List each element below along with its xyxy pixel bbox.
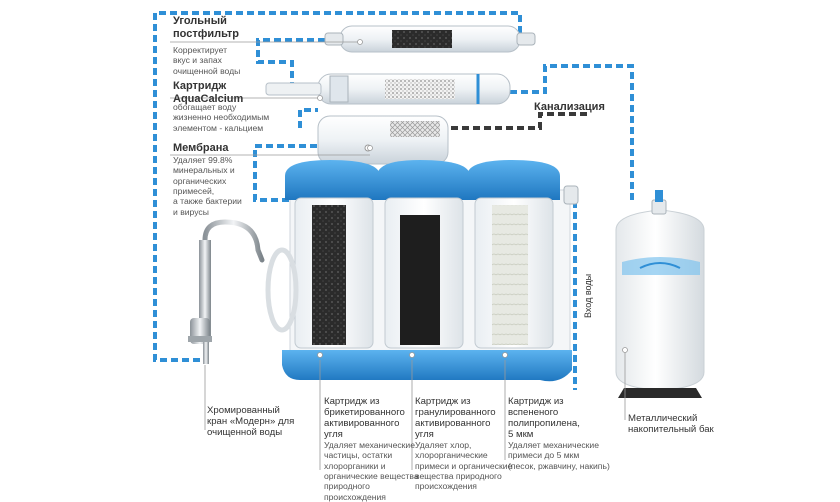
flow-module-to-membrane [253, 144, 350, 202]
drain-line [440, 112, 590, 130]
postfilter-desc: Корректирует вкус и запах очищенной воды [173, 45, 241, 76]
foamed-desc: Удаляет механические примеси до 5 мкм (п… [508, 440, 610, 471]
flow-postfilter-to-aquacalcium [256, 38, 358, 84]
aquacalcium-title: Картридж AquaCalcium [173, 80, 244, 105]
storage-tank [615, 190, 705, 398]
drain-label: Канализация [534, 101, 605, 113]
leader-lines [170, 39, 628, 470]
postfilter-title: Угольный постфильтр [173, 15, 239, 40]
membrane-title: Мембрана [173, 142, 229, 154]
faucet-label: Хромированный кран «Модерн» для очищенно… [207, 405, 295, 439]
foamed-title: Картридж из вспененого полипропилена, 5 … [508, 396, 580, 441]
granular-title: Картридж из гранулированного активирован… [415, 396, 496, 441]
prefilter-module [265, 160, 579, 382]
postfilter-cartridge [324, 25, 536, 53]
water-inlet-label: Вход воды [583, 273, 593, 318]
briquette-title: Картридж из брикетированного активирован… [324, 396, 405, 441]
briquette-desc: Удаляет механические частицы, остатки хл… [324, 440, 419, 502]
granular-desc: Удаляет хлор, хлорорганические примеси и… [415, 440, 513, 492]
chrome-faucet [188, 219, 265, 364]
aquacalcium-desc: обогащает воду жизненно необходимым элем… [173, 102, 270, 133]
membrane-cartridge [317, 115, 449, 165]
flow-membrane-to-aquacalcium [298, 108, 318, 128]
flow-aquacalcium-to-tank [510, 64, 634, 200]
membrane-desc: Удаляет 99.8% минеральных и органических… [173, 155, 242, 217]
tank-label: Металлический накопительный бак [628, 413, 714, 436]
flow-to-faucet [153, 11, 522, 362]
aquacalcium-cartridge [265, 73, 511, 105]
